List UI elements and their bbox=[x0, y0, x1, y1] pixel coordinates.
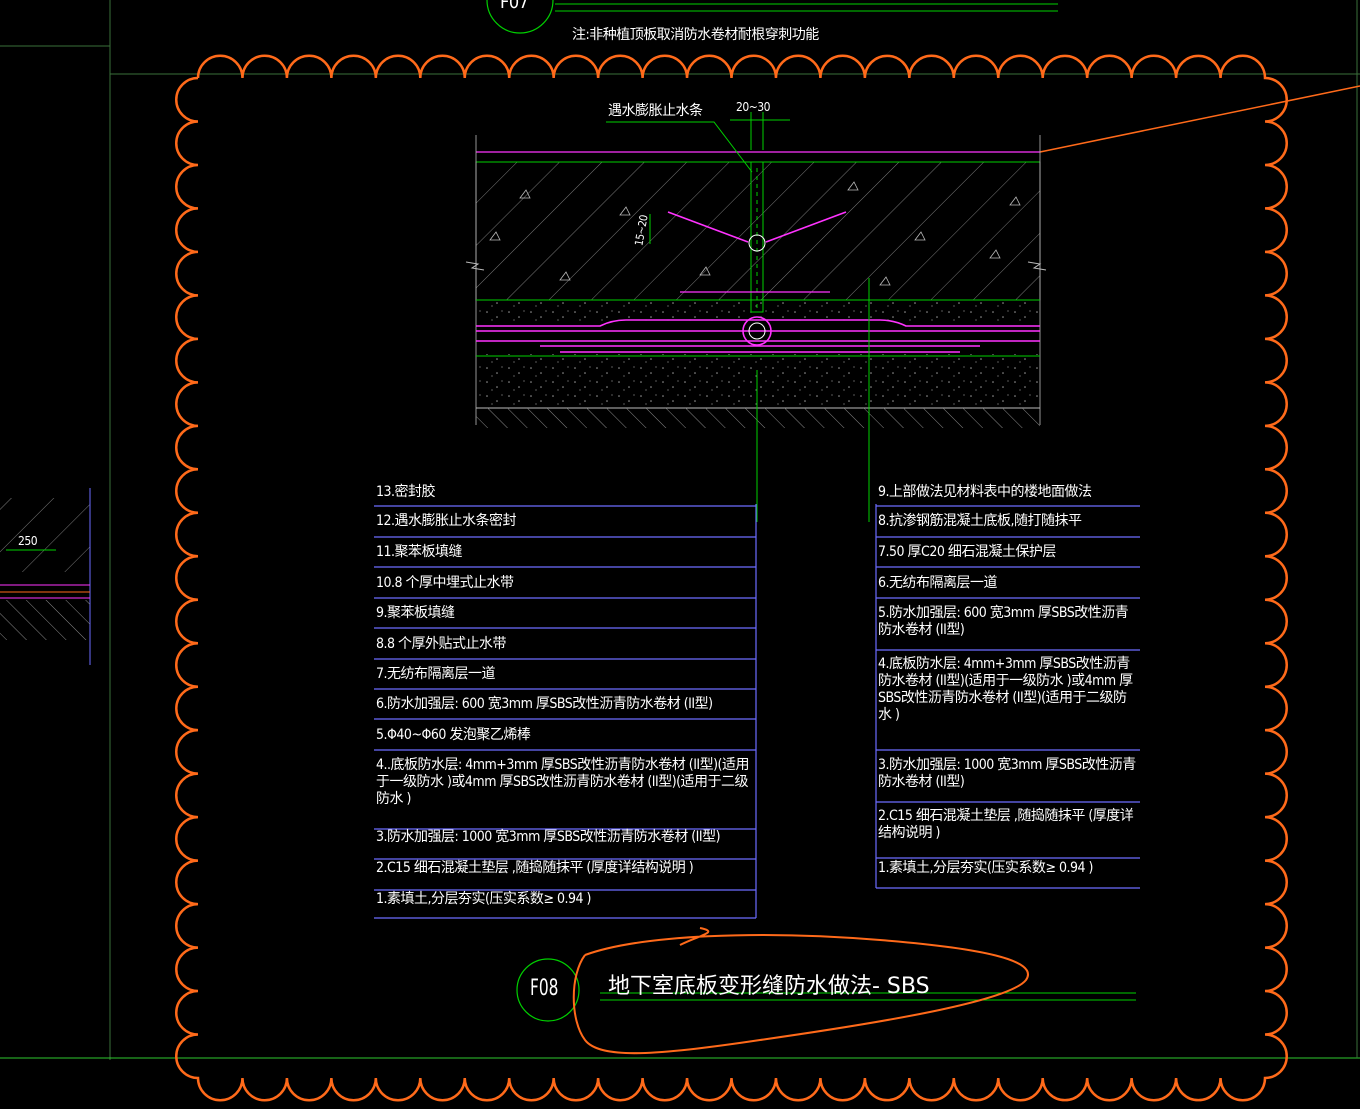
left-item-6: 8.8 个厚外贴式止水带 bbox=[376, 636, 507, 652]
right-list-rules bbox=[875, 504, 1140, 889]
markup-ellipse bbox=[572, 927, 1029, 1055]
right-item-3: 7.50 厚C20 细石混凝土保护层 bbox=[878, 544, 1056, 560]
top-circle bbox=[486, 0, 554, 34]
left-item-10: 4..底板防水层: 4mm+3mm 厚SBS改性沥青防水卷材 (II型)(适用于… bbox=[376, 757, 749, 807]
left-item-2: 12.遇水膨胀止水条密封 bbox=[376, 513, 517, 529]
soil-layer bbox=[476, 408, 1040, 428]
aggregate-marks bbox=[489, 181, 1021, 286]
section-detail bbox=[465, 112, 1047, 522]
right-item-4: 6.无纺布隔离层一道 bbox=[878, 575, 998, 591]
left-item-3: 11.聚苯板填缝 bbox=[376, 544, 463, 560]
concrete-slab bbox=[476, 162, 1040, 300]
left-item-8: 6.防水加强层: 600 宽3mm 厚SBS改性沥青防水卷材 (II型) bbox=[376, 696, 713, 712]
cushion-layer bbox=[476, 354, 1040, 408]
left-item-9: 5.Φ40~Φ60 发泡聚乙烯棒 bbox=[376, 727, 531, 743]
leader-lines bbox=[606, 121, 870, 522]
revision-cloud bbox=[175, 54, 1288, 1102]
adjacent-detail-fragment bbox=[0, 488, 91, 665]
waterproof-membranes bbox=[476, 319, 1040, 353]
top-detail-remnant bbox=[486, 0, 1058, 34]
cloud-leader bbox=[1039, 85, 1360, 153]
left-item-12: 2.C15 细石混凝土垫层 ,随捣随抹平 (厚度详结构说明 ) bbox=[376, 860, 694, 876]
left-item-13: 1.素填土,分层夯实(压实系数≥ 0.94 ) bbox=[376, 891, 591, 907]
left-item-4: 10.8 个厚中埋式止水带 bbox=[376, 575, 514, 591]
dimension-20-30-label: 20~30 bbox=[736, 100, 771, 114]
left-item-7: 7.无纺布隔离层一道 bbox=[376, 666, 496, 682]
top-circle-code: F07 bbox=[500, 0, 529, 13]
left-item-11: 3.防水加强层: 1000 宽3mm 厚SBS改性沥青防水卷材 (II型) bbox=[376, 829, 721, 845]
foam-rod bbox=[742, 316, 772, 346]
right-item-6: 4.底板防水层: 4mm+3mm 厚SBS改性沥青防水卷材 (II型)(适用于一… bbox=[878, 656, 1133, 723]
drawing-frame bbox=[0, 0, 1360, 1060]
right-item-9: 1.素填土,分层夯实(压实系数≥ 0.94 ) bbox=[878, 860, 1093, 876]
detail-code-circle bbox=[516, 958, 580, 1022]
left-list-rules bbox=[374, 504, 757, 919]
break-mark-right bbox=[1027, 261, 1047, 271]
top-note: 注:非种植顶板取消防水卷材耐根穿刺功能 bbox=[572, 27, 819, 43]
right-item-7: 3.防水加强层: 1000 宽3mm 厚SBS改性沥青防水卷材 (II型) bbox=[878, 757, 1136, 790]
right-item-5: 5.防水加强层: 600 宽3mm 厚SBS改性沥青防水卷材 (II型) bbox=[878, 605, 1129, 638]
right-item-2: 8.抗渗钢筋混凝土底板,随打随抹平 bbox=[878, 513, 1082, 529]
embedded-waterstop bbox=[667, 211, 847, 243]
detail-code: F08 bbox=[530, 976, 559, 1001]
right-item-1: 9.上部做法见材料表中的楼地面做法 bbox=[878, 484, 1092, 500]
break-mark-left bbox=[465, 261, 485, 271]
swell-strip-label: 遇水膨胀止水条 bbox=[608, 103, 703, 119]
dimension-250-label: 250 bbox=[18, 534, 38, 548]
left-item-5: 9.聚苯板填缝 bbox=[376, 605, 455, 621]
left-item-1: 13.密封胶 bbox=[376, 484, 436, 500]
right-item-8: 2.C15 细石混凝土垫层 ,随捣随抹平 (厚度详结构说明 ) bbox=[878, 808, 1134, 841]
waterstop-bulb bbox=[748, 234, 766, 252]
detail-title: 地下室底板变形缝防水做法- SBS bbox=[608, 974, 930, 999]
dimension-20-30 bbox=[730, 112, 790, 150]
